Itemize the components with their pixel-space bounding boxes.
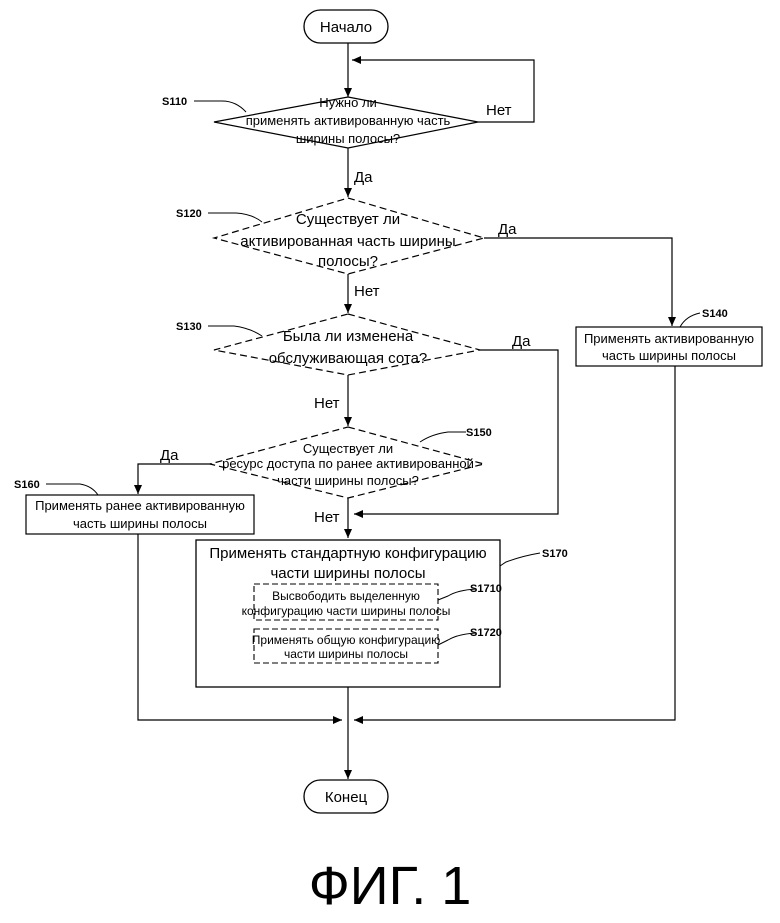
- s120-line-3: полосы?: [318, 253, 378, 270]
- s1720-line-2: части ширины полосы: [284, 647, 408, 661]
- start-label: Начало: [320, 19, 372, 36]
- edge-s150-yes: [138, 464, 214, 494]
- s1710-line-1: Высвободить выделенную: [272, 589, 420, 603]
- leader-s170: [500, 553, 540, 566]
- s110-line-2: применять активированную часть: [246, 113, 451, 128]
- s130-line-1: Была ли изменена: [283, 328, 414, 345]
- s150-line-3: части ширины полосы?: [277, 473, 419, 488]
- figure-caption: ФИГ. 1: [309, 856, 472, 916]
- s120-line-2: активированная часть ширины: [240, 233, 455, 250]
- substep-s1710: Высвободить выделенную конфигурацию част…: [242, 584, 451, 620]
- step-label-s120: S120: [176, 208, 202, 220]
- decision-s110: Нужно ли применять активированную часть …: [214, 95, 478, 148]
- leader-s160: [46, 484, 98, 495]
- edge-label-s130-no: Нет: [314, 395, 340, 412]
- edge-label-s110-no: Нет: [486, 102, 512, 119]
- s1710-line-2: конфигурацию части ширины полосы: [242, 604, 451, 618]
- substep-s1720: Применять общую конфигурацию части ширин…: [252, 629, 440, 663]
- step-label-s160: S160: [14, 479, 40, 491]
- edge-label-s130-yes: Да: [512, 333, 531, 350]
- edge-label-s110-yes: Да: [354, 169, 373, 186]
- s150-line-2: ресурс доступа по ранее активированной: [222, 456, 474, 471]
- step-label-s140: S140: [702, 308, 728, 320]
- s110-line-1: Нужно ли: [319, 95, 377, 110]
- leader-s140: [680, 313, 700, 327]
- s120-line-1: Существует ли: [296, 211, 400, 228]
- process-s160: Применять ранее активированную часть шир…: [26, 495, 254, 534]
- decision-s120: Существует ли активированная часть ширин…: [214, 198, 484, 274]
- leader-s110: [194, 101, 246, 112]
- s160-line-1: Применять ранее активированную: [35, 498, 245, 513]
- s1720-line-1: Применять общую конфигурацию: [252, 633, 440, 647]
- end-terminal: Конец: [304, 780, 388, 813]
- start-terminal: Начало: [304, 10, 388, 43]
- s170-line-1: Применять стандартную конфигурацию: [209, 545, 486, 562]
- edge-label-s120-yes: Да: [498, 221, 517, 238]
- step-label-s1720: S1720: [470, 627, 502, 639]
- s140-line-1: Применять активированную: [584, 331, 754, 346]
- step-label-s1710: S1710: [470, 583, 502, 595]
- edge-label-s150-no: Нет: [314, 509, 340, 526]
- edge-label-s150-yes: Да: [160, 447, 179, 464]
- process-s140: Применять активированную часть ширины по…: [576, 327, 762, 366]
- step-label-s150: S150: [466, 427, 492, 439]
- decision-s150: Существует ли ресурс доступа по ранее ак…: [210, 427, 484, 498]
- step-label-s110: S110: [162, 96, 187, 108]
- edge-label-s120-no: Нет: [354, 283, 380, 300]
- s160-line-2: часть ширины полосы: [73, 516, 207, 531]
- s130-line-2: обслуживающая сота?: [269, 350, 428, 367]
- leader-s130: [208, 326, 262, 336]
- s150-line-1: Существует ли: [303, 441, 393, 456]
- step-label-s170: S170: [542, 548, 568, 560]
- end-label: Конец: [325, 789, 368, 806]
- leader-s120: [208, 213, 262, 222]
- edge-s120-yes: [484, 238, 672, 326]
- s110-line-3: ширины полосы?: [296, 131, 400, 146]
- leader-s150: [420, 432, 466, 442]
- process-s170: Применять стандартную конфигурацию части…: [196, 540, 500, 687]
- s140-line-2: часть ширины полосы: [602, 348, 736, 363]
- decision-s130: Была ли изменена обслуживающая сота?: [214, 314, 480, 375]
- s170-line-2: части ширины полосы: [270, 565, 425, 582]
- step-label-s130: S130: [176, 321, 202, 333]
